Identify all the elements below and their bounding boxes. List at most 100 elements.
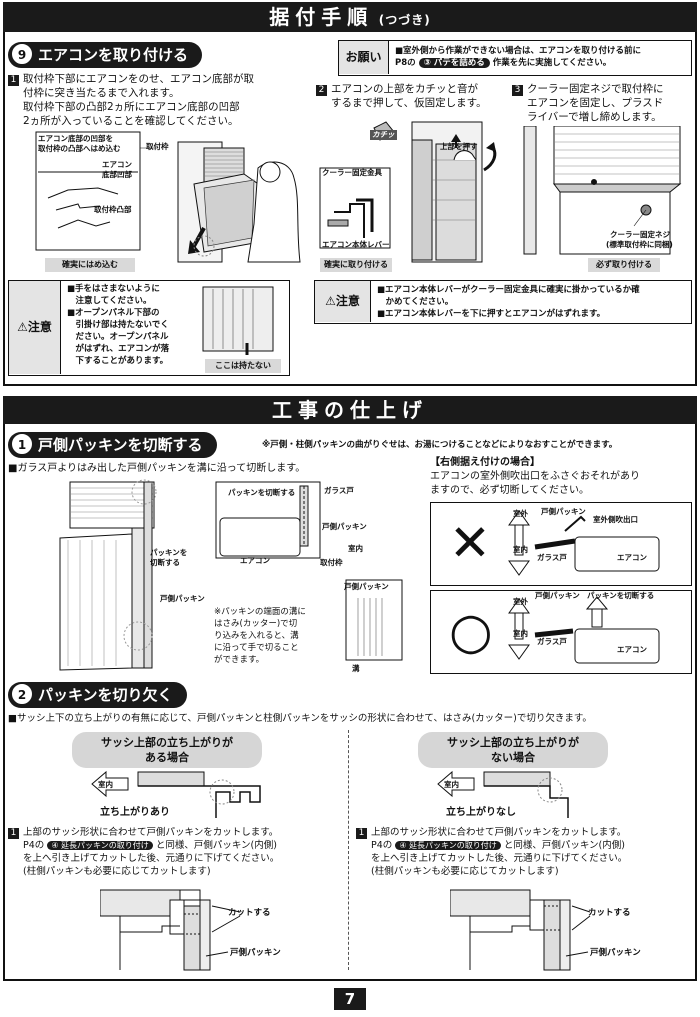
- case-a-step-2b: と同様、戸側パッキン(内側): [155, 840, 277, 851]
- step2-text: 2 エアコンの上部をカチッと音が するまで押して、仮固定します。: [316, 82, 506, 110]
- step2-line-2: するまで押して、仮固定します。: [331, 97, 487, 109]
- case-b-door-pk: 戸側パッキン: [590, 948, 641, 958]
- correct-mark-icon: ○: [449, 602, 493, 660]
- caution1-line-4: 引掛け部は持たないでく: [67, 320, 169, 330]
- case-a-step: 1 上部のサッシ形状に合わせて戸側パッキンをカットします。 P4の ④ 延長パッキ…: [8, 826, 346, 878]
- step2-label-bracket: クーラー固定金具: [322, 168, 382, 177]
- step9-title: エアコンを取り付ける: [38, 46, 189, 64]
- request-box: お願い ■室外側から作業ができない場合は、エアコンを取り付ける前に P8の ③ …: [338, 40, 692, 76]
- step1-label-recess: エアコン 底部凹部: [102, 160, 132, 179]
- finish-step1-illustration: [59, 479, 403, 671]
- case-a-step-ref[interactable]: ④ 延長パッキンの取り付け: [47, 841, 153, 850]
- correct-label-cut: パッキンを切断する: [587, 591, 655, 600]
- caution1-line-6: がはずれ、エアコンが落: [67, 344, 170, 354]
- step2-number: 2: [316, 85, 327, 96]
- step2-label-click: カチッ: [370, 130, 397, 140]
- finish-step2-number: 2: [12, 684, 32, 704]
- correct-label-outdoor: 室外: [513, 597, 528, 606]
- p1-hint-2: はさみ(カッター)で切: [214, 619, 298, 629]
- case-b-step-number: 1: [356, 828, 367, 839]
- correct-label-glass: ガラス戸: [537, 637, 567, 646]
- step3-line-3: ライバーで増し締めします。: [527, 111, 662, 123]
- step1-label-frame: 取付枠: [146, 142, 169, 151]
- step3-number: 3: [512, 85, 523, 96]
- step3-label-screw-note: (標準取付枠に同梱): [606, 240, 673, 249]
- p1-hint: ※パッキンの端面の溝に はさみ(カッター)で切 り込みを入れると、溝 に沿って手…: [214, 606, 306, 666]
- case-a-step-number: 1: [8, 828, 19, 839]
- section-banner-install: 据付手順 (つづき): [3, 2, 697, 32]
- request-label: お願い: [339, 41, 389, 74]
- case-a-heading: サッシ上部の立ち上がりが ある場合: [72, 732, 262, 768]
- case-b-cut-illustration: [450, 889, 591, 971]
- wrong-label-glass: ガラス戸: [537, 553, 567, 562]
- case-b-step-4: (柱側パッキンも必要に応じてカットします): [371, 866, 559, 877]
- finish-step1-text: ■ガラス戸よりはみ出した戸側パッキンを溝に沿って切断します。: [8, 463, 306, 474]
- case-b-indoor: 室内: [444, 780, 459, 789]
- caution1-line-7: 下することがあります。: [67, 356, 169, 366]
- p1-label-cut-packing: パッキンを 切断する: [150, 548, 188, 567]
- column-divider: [348, 730, 349, 970]
- wrong-label-indoor: 室内: [513, 545, 528, 554]
- caution-box-1: ⚠注意 ■手をはさまないように 注意してください。 ■オープンパネル下部の 引掛…: [8, 280, 290, 376]
- caution-text-label-1: 注意: [27, 320, 52, 334]
- p1-label-door-packing: 戸側パッキン: [160, 594, 205, 603]
- page-number: 7: [334, 988, 366, 1010]
- case-b-cut-label: カットする: [588, 908, 631, 918]
- correct-label-door-pk: 戸側パッキン: [535, 591, 580, 600]
- caution-label-2: ⚠注意: [315, 281, 371, 322]
- step3-line-1: クーラー固定ネジで取付枠に: [527, 83, 664, 95]
- right-mount-line-2: ますので、必ず切断してください。: [430, 485, 589, 496]
- step1-line-4: 2ヵ所が入っていることを確認してください。: [23, 115, 239, 127]
- case-a-step-1: 上部のサッシ形状に合わせて戸側パッキンをカットします。: [23, 827, 279, 838]
- step3-label-screw: クーラー固定ネジ: [610, 230, 670, 239]
- step3-caption: 必ず取り付ける: [588, 258, 660, 272]
- section-subtitle: (つづき): [378, 13, 431, 27]
- case-a-rise: 立ち上がりあり: [100, 807, 170, 818]
- p1-label-indoor: 室内: [348, 544, 363, 553]
- finish-step1-note: ※戸側・柱側パッキンの曲がりぐせは、お湯につけることなどによりなおすことができま…: [262, 440, 618, 450]
- correct-example-illustration: [508, 596, 660, 664]
- caution1-illustration: [202, 286, 274, 355]
- correct-example-box: ○ 室外 室内 戸側パッキン パッキンを切断する ガラス戸 エアコン: [430, 590, 692, 674]
- step2-line-1: エアコンの上部をカチッと音が: [331, 83, 478, 95]
- wrong-example-box: ✕ 室外 室内 戸側パッキン 室外側吹出口 ガラス戸 エアコン: [430, 502, 692, 586]
- case-b-step-2b: と同様、戸側パッキン(内側): [503, 840, 625, 851]
- case-b-rise: 立ち上がりなし: [446, 807, 516, 818]
- caution2-line-1: ■エアコン本体レバーがクーラー固定金具に確実に掛かっているか確: [377, 285, 640, 295]
- request-text-1: ■室外側から作業ができない場合は、エアコンを取り付ける前に: [395, 46, 642, 56]
- p1-label-frame: 取付枠: [320, 558, 343, 567]
- caution-text-label-2: 注意: [335, 294, 360, 308]
- request-text-2a: P8の: [395, 58, 416, 68]
- caution1-line-3: ■オープンパネル下部の: [67, 308, 160, 318]
- step1-number: 1: [8, 75, 19, 86]
- step1-label-protrusion: 取付枠凸部: [94, 205, 132, 214]
- step1-line-3: 取付枠下部の凸部2ヵ所にエアコン底部の凹部: [23, 101, 240, 113]
- case-b-step-2a: P4の: [371, 840, 393, 851]
- case-b-heading: サッシ上部の立ち上がりが ない場合: [418, 732, 608, 768]
- case-b-step-3: を上へ引き上げてカットした後、元通りに下げてください。: [371, 853, 628, 864]
- case-a-line-2: ある場合: [145, 751, 189, 764]
- step2-label-push: 上部を押す: [440, 142, 478, 151]
- case-b-line-2: ない場合: [491, 751, 535, 764]
- caution-label-1: ⚠注意: [9, 281, 61, 374]
- step1-illustration: [35, 131, 301, 263]
- section-banner-finish: 工事の仕上げ: [3, 396, 697, 424]
- case-b-step-ref[interactable]: ④ 延長パッキンの取り付け: [395, 841, 501, 850]
- step2-caption: 確実に取り付ける: [320, 258, 392, 272]
- p1-label-groove: 溝: [352, 664, 360, 673]
- wrong-label-outdoor: 室外: [513, 509, 528, 518]
- step1-caption: 確実にはめ込む: [45, 258, 135, 272]
- finish-step2-text: ■サッシ上下の立ち上がりの有無に応じて、戸側パッキンと柱側パッキンをサッシの形状…: [8, 713, 592, 724]
- right-mount-text: エアコンの室外側吹出口をふさぐおそれがあり ますので、必ず切断してください。: [430, 470, 640, 498]
- case-a-step-2a: P4の: [23, 840, 45, 851]
- case-a-line-1: サッシ上部の立ち上がりが: [101, 736, 233, 749]
- request-ref-badge[interactable]: ③ パテを詰める: [418, 58, 490, 68]
- case-a-step-3: を上へ引き上げてカットした後、元通りに下げてください。: [23, 853, 280, 864]
- section-title: 据付手順: [269, 5, 374, 29]
- case-a-step-4: (柱側パッキンも必要に応じてカットします): [23, 866, 211, 877]
